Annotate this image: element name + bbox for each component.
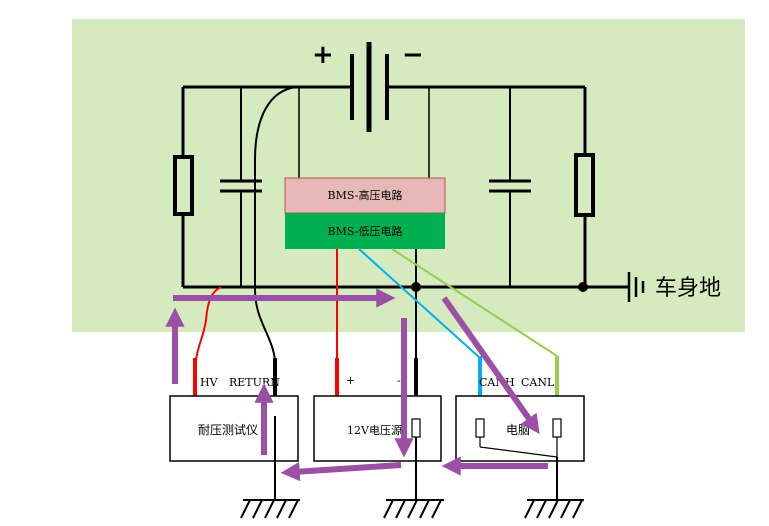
hipot-return-wire — [254, 86, 298, 361]
flow-arrow — [280, 462, 402, 482]
left-resistor — [173, 87, 194, 287]
hipot-tester-box — [169, 395, 299, 462]
supply-plus-terminal-label: + — [346, 374, 355, 387]
supply-minus-terminal-label: - — [397, 374, 401, 387]
bms-high-voltage-block — [284, 177, 446, 214]
right-resistor — [574, 87, 595, 287]
computer-name: 电脑 — [506, 423, 530, 437]
hipot-return-terminal-label: RETURN — [229, 376, 280, 389]
terminal-block — [552, 418, 562, 438]
can-high-wire — [358, 248, 481, 359]
chassis-ground-symbol — [585, 272, 645, 302]
can-termination-wire — [479, 446, 558, 458]
bms-low-voltage-label: BMS-低压电路 — [327, 225, 402, 238]
bms-high-voltage-label: BMS-高压电路 — [327, 188, 402, 202]
bms-low-voltage-block — [285, 213, 445, 249]
bms-bus-taps — [298, 87, 430, 178]
right-capacitor — [489, 87, 531, 287]
flow-arrow — [441, 296, 540, 434]
battery-symbol — [333, 42, 413, 132]
current-flow-arrows — [165, 288, 548, 482]
hipot-hv-wire — [195, 286, 222, 361]
terminal-block — [411, 418, 421, 438]
can-low-wire — [391, 248, 558, 357]
terminal-block — [475, 418, 485, 438]
hipot-hv-terminal-label: HV — [200, 376, 219, 389]
hipot-tester-name: 耐压测试仪 — [198, 422, 258, 437]
earth-ground-symbol — [524, 457, 584, 519]
battery-minus-label: − — [402, 40, 424, 70]
battery-plus-label: + — [312, 40, 334, 70]
earth-ground-symbol — [240, 416, 300, 519]
power-supply-name: 12V电压源 — [347, 423, 402, 437]
chassis-ground-label: 车身地 — [655, 276, 721, 301]
computer-canl-terminal-label: CANL — [521, 376, 555, 389]
junction-dot — [578, 282, 588, 292]
earth-ground-symbol — [383, 437, 444, 519]
